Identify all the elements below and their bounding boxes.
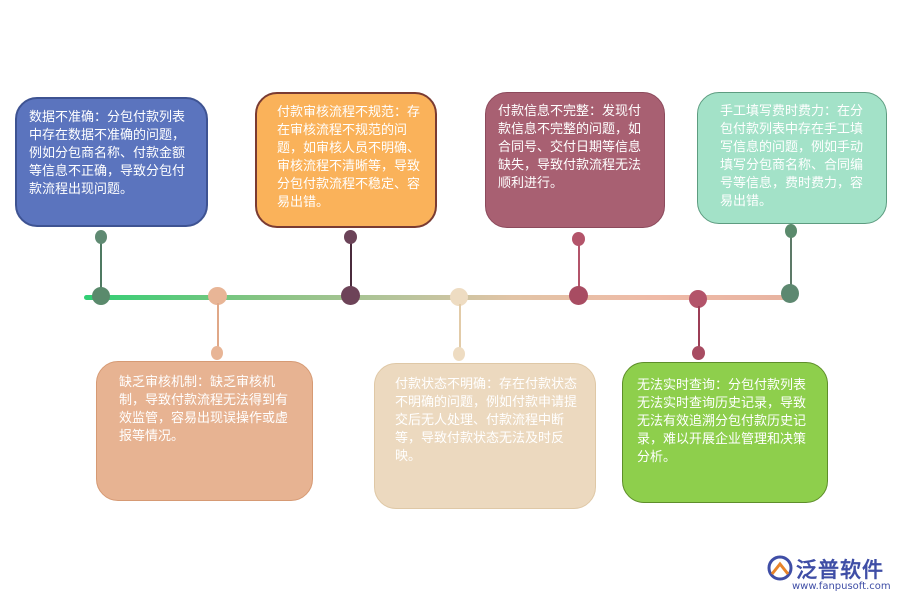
timeline-node-3 [569, 286, 588, 305]
logo-url: www.fanpusoft.com [792, 581, 891, 592]
issue-box-manual-entry: 手工填写费时费力：在分包付款列表中存在手工填写信息的问题，例如手动填写分包商名称… [697, 92, 887, 224]
connector-dot-bottom-5 [211, 346, 223, 360]
connector-stem-1 [100, 237, 102, 295]
issue-box-info-incomplete: 付款信息不完整：发现付款信息不完整的问题，如合同号、交付日期等信息缺失，导致付款… [485, 92, 665, 228]
connector-stem-5 [217, 303, 219, 353]
issue-box-review-process: 付款审核流程不规范：存在审核流程不规范的问题，如审核人员不明确、审核流程不清晰等… [255, 92, 437, 228]
connector-stem-6 [459, 304, 461, 354]
timeline-node-5 [208, 287, 227, 305]
connector-stem-3 [578, 240, 580, 295]
connector-dot-bottom-6 [453, 347, 465, 361]
connector-dot-top-4 [785, 224, 797, 238]
logo-name: 泛普软件 [796, 558, 884, 582]
issue-box-no-review-mechanism: 缺乏审核机制：缺乏审核机制，导致付款流程无法得到有效监管，容易出现误操作或虚报等… [96, 361, 313, 501]
connector-stem-4 [790, 232, 792, 290]
connector-dot-bottom-7 [692, 346, 705, 360]
connector-stem-2 [350, 237, 352, 295]
timeline-line [84, 295, 798, 300]
timeline-node-1 [92, 287, 110, 305]
issue-box-status-unclear: 付款状态不明确：存在付款状态不明确的问题，例如付款申请提交后无人处理、付款流程中… [374, 363, 596, 509]
issue-box-no-realtime-query: 无法实时查询：分包付款列表无法实时查询历史记录，导致无法有效追溯分包付款历史记录… [622, 362, 828, 503]
connector-dot-top-2 [344, 230, 357, 244]
timeline-node-2 [341, 286, 360, 305]
timeline-node-4 [781, 284, 799, 303]
timeline-node-6 [450, 288, 468, 306]
fanpu-logo: 泛普软件 www.fanpusoft.com [766, 552, 896, 596]
connector-dot-top-3 [572, 232, 585, 246]
timeline-node-7 [689, 290, 707, 308]
connector-dot-top-1 [95, 230, 107, 244]
issue-box-data-inaccurate: 数据不准确：分包付款列表中存在数据不准确的问题，例如分包商名称、付款金额等信息不… [15, 97, 208, 227]
connector-stem-7 [698, 306, 700, 354]
fanpu-logo-icon [767, 555, 793, 581]
